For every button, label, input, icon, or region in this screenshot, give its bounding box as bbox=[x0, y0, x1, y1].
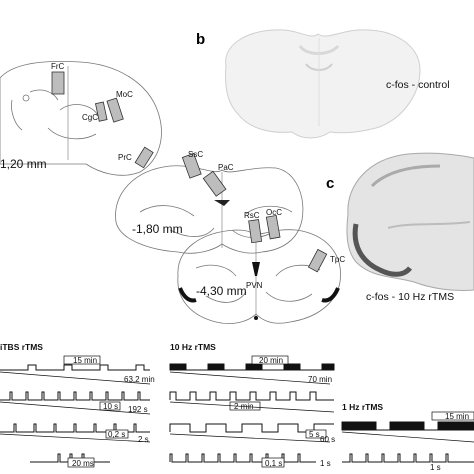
atlas-schematic: FrC MoC CgC PrC 1,20 mm SsC PaC -1,80 mm… bbox=[0, 60, 345, 324]
roi-pac bbox=[202, 170, 227, 197]
tenhz-label-20min: 20 min bbox=[259, 356, 283, 365]
label-prc: PrC bbox=[118, 153, 132, 162]
itbs-label-15min: 15 min bbox=[73, 356, 97, 365]
roi-rsc bbox=[248, 219, 263, 244]
itbs-label-192s: 192 s bbox=[128, 405, 148, 414]
protocol-1hz: 1 Hz rTMS 15 min 1 s bbox=[341, 402, 474, 472]
panel-b-letter: b bbox=[196, 31, 205, 48]
roi-cgc bbox=[95, 101, 108, 122]
roi-ssc bbox=[181, 152, 202, 179]
itbs-row-1 bbox=[0, 364, 150, 371]
itbs-label-632min: 63,2 min bbox=[124, 375, 155, 384]
roi-frc bbox=[51, 71, 65, 95]
itbs-title: iTBS rTMS bbox=[0, 342, 43, 352]
label-ssc: SsC bbox=[188, 150, 203, 159]
tenhz-row-4 bbox=[169, 453, 316, 463]
protocol-itbs: iTBS rTMS 15 min 63,2 min 10 s 192 s 0,2… bbox=[0, 342, 155, 468]
label-rsc: RsC bbox=[244, 211, 260, 220]
panel-c: c c-fos - 10 Hz rTMS bbox=[326, 152, 474, 303]
itbs-label-10s: 10 s bbox=[103, 402, 118, 411]
label-occ: OcC bbox=[266, 208, 282, 217]
label-cgc: CgC bbox=[82, 113, 98, 122]
roi-moc bbox=[106, 97, 124, 123]
panel-b-caption: c-fos - control bbox=[386, 79, 450, 91]
atlas-section-1 bbox=[0, 60, 162, 176]
tenhz-row-2 bbox=[169, 391, 334, 401]
onehz-row-2 bbox=[342, 453, 474, 463]
protocol-10hz: 10 Hz rTMS 20 min 70 min 2 min 5 s 60 s … bbox=[169, 342, 335, 468]
label-pac: PaC bbox=[218, 163, 234, 172]
level-label-3: -4,30 mm bbox=[196, 284, 247, 298]
label-tpc: TpC bbox=[330, 255, 345, 264]
label-pvn: PVN bbox=[246, 281, 263, 290]
tenhz-row-3 bbox=[169, 423, 334, 433]
itbs-label-02s: 0,2 s bbox=[108, 430, 125, 439]
itbs-row-2 bbox=[0, 391, 150, 401]
panel-c-letter: c bbox=[326, 175, 334, 192]
roi-occ bbox=[265, 214, 281, 240]
atlas-section-2 bbox=[115, 165, 304, 254]
itbs-row-4 bbox=[30, 453, 110, 463]
stimulated-section-image bbox=[346, 152, 474, 291]
tenhz-label-1s: 1 s bbox=[320, 459, 331, 468]
itbs-label-20ms: 20 ms bbox=[72, 459, 94, 468]
label-moc: MoC bbox=[116, 90, 133, 99]
tenhz-label-01s: 0,1 s bbox=[265, 459, 282, 468]
label-frc: FrC bbox=[51, 62, 65, 71]
tenhz-label-60s: 60 s bbox=[320, 435, 335, 444]
tenhz-label-5s: 5 s bbox=[309, 430, 320, 439]
roi-prc bbox=[134, 146, 154, 169]
itbs-label-2s: 2 s bbox=[138, 435, 149, 444]
panel-b: b c-fos - control bbox=[196, 29, 450, 139]
panel-c-caption: c-fos - 10 Hz rTMS bbox=[366, 291, 454, 303]
level-label-1: 1,20 mm bbox=[0, 157, 47, 171]
onehz-label-1s: 1 s bbox=[430, 463, 441, 472]
onehz-title: 1 Hz rTMS bbox=[342, 402, 383, 412]
tenhz-title: 10 Hz rTMS bbox=[170, 342, 216, 352]
control-section-image bbox=[225, 29, 421, 139]
tenhz-label-70min: 70 min bbox=[308, 375, 332, 384]
onehz-label-15min: 15 min bbox=[445, 412, 469, 421]
atlas-section-3 bbox=[177, 229, 341, 324]
level-label-2: -1,80 mm bbox=[132, 222, 183, 236]
roi-tpc bbox=[307, 248, 328, 273]
tenhz-row-1 bbox=[169, 363, 335, 371]
onehz-row-1 bbox=[341, 421, 474, 431]
